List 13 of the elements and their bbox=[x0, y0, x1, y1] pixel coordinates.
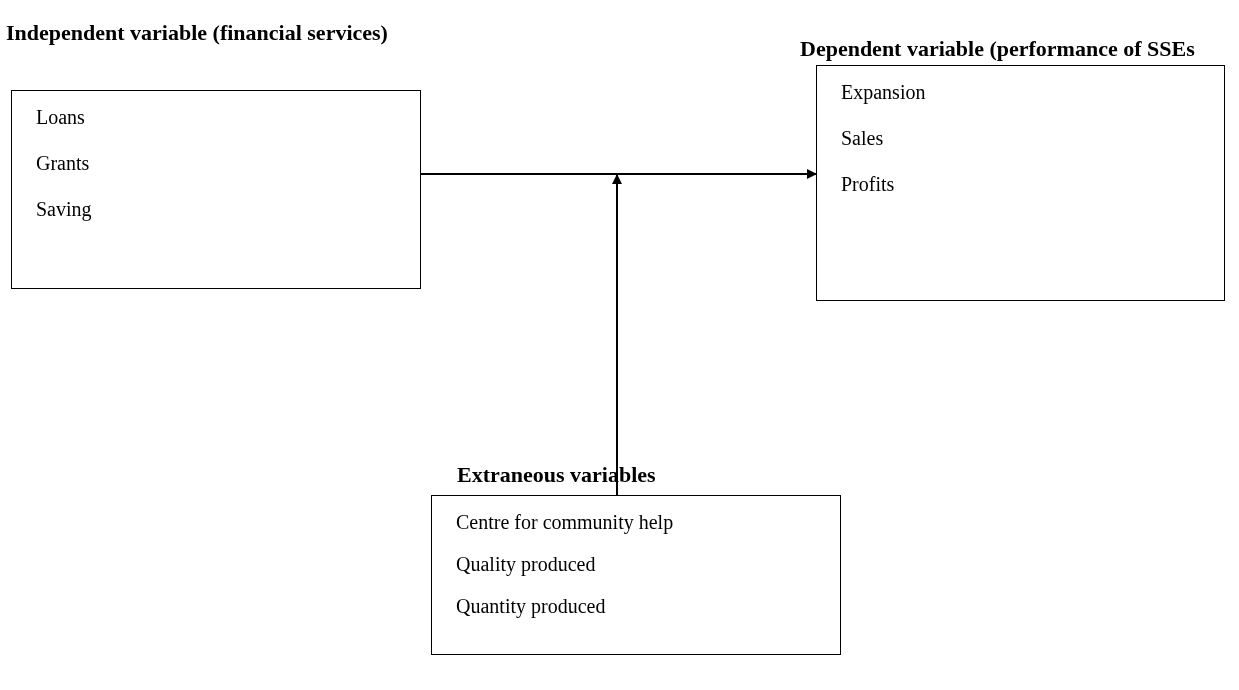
variable-item: Profits bbox=[841, 172, 895, 196]
variable-item: Quantity produced bbox=[456, 594, 606, 618]
heading: Dependent variable (performance of SSEs bbox=[800, 36, 1195, 62]
variable-item: Expansion bbox=[841, 80, 926, 104]
variable-item: Loans bbox=[36, 105, 85, 129]
variable-item: Quality produced bbox=[456, 552, 596, 576]
variable-item: Centre for community help bbox=[456, 510, 674, 534]
variable-item: Saving bbox=[36, 197, 92, 221]
heading: Independent variable (financial services) bbox=[6, 20, 388, 46]
arrow bbox=[612, 174, 622, 496]
arrow bbox=[420, 169, 817, 179]
variable-item: Grants bbox=[36, 151, 90, 175]
variable-item: Sales bbox=[841, 126, 884, 150]
